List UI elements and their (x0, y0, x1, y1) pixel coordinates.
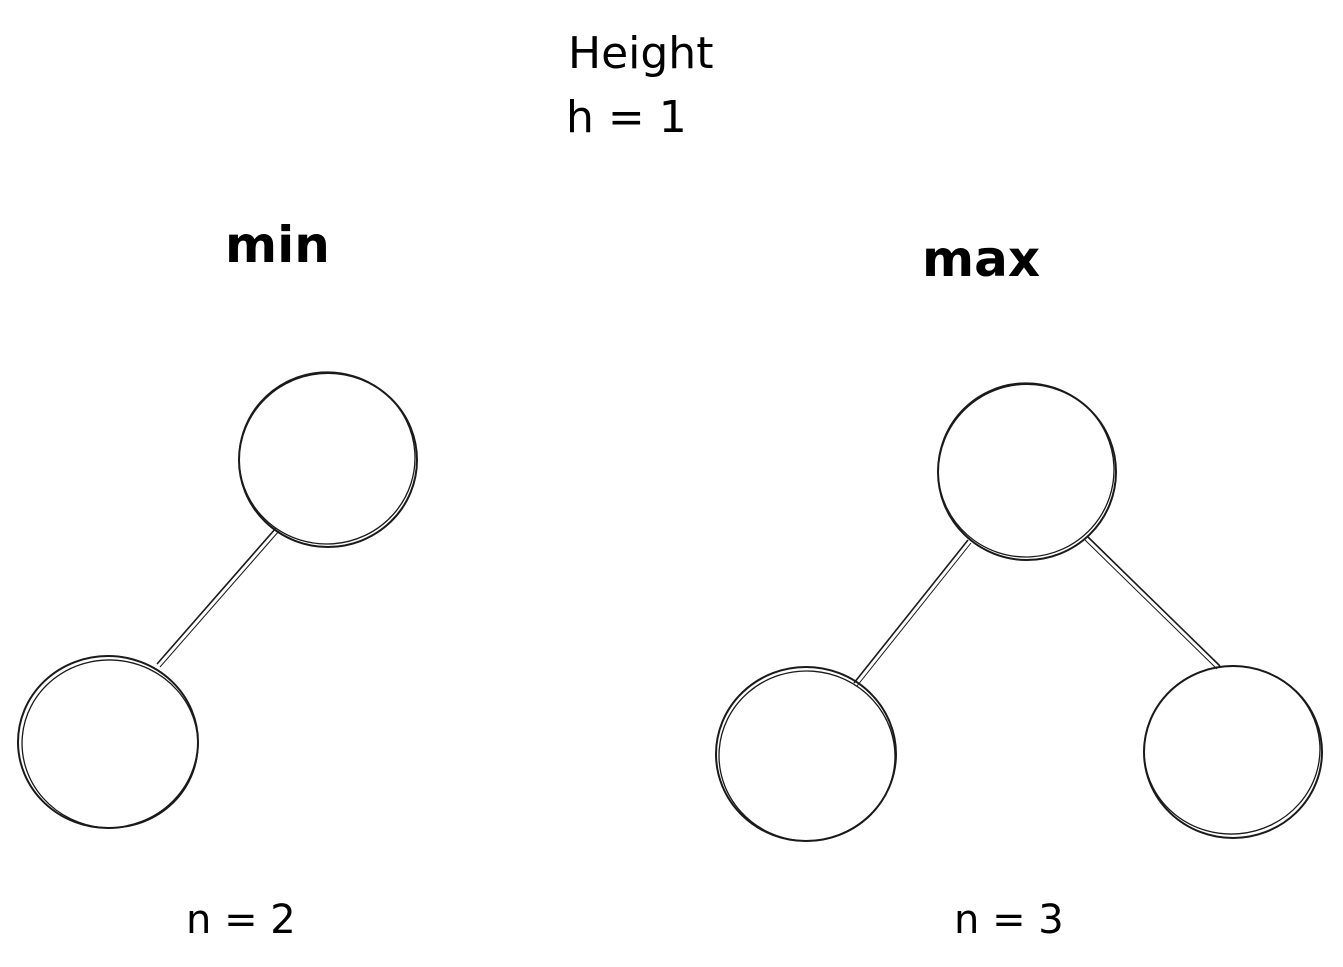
min-tree-edge (156, 527, 280, 668)
min-tree-child-node (17, 655, 199, 829)
max-tree-count: n = 3 (954, 897, 1064, 943)
max-tree-left-edge (853, 539, 972, 687)
max-tree-right-edge (1084, 536, 1221, 670)
max-tree-right-child-node (1143, 665, 1323, 839)
min-tree (17, 371, 418, 829)
max-tree-left-child-node (715, 666, 897, 842)
min-heading: min (225, 216, 330, 274)
max-tree (715, 382, 1323, 842)
max-heading: max (922, 230, 1040, 288)
max-tree-root-node (937, 382, 1117, 561)
title-height: Height (568, 28, 713, 79)
min-tree-root-node (238, 371, 418, 548)
min-tree-count: n = 2 (186, 897, 296, 943)
title-h-value: h = 1 (566, 92, 687, 143)
